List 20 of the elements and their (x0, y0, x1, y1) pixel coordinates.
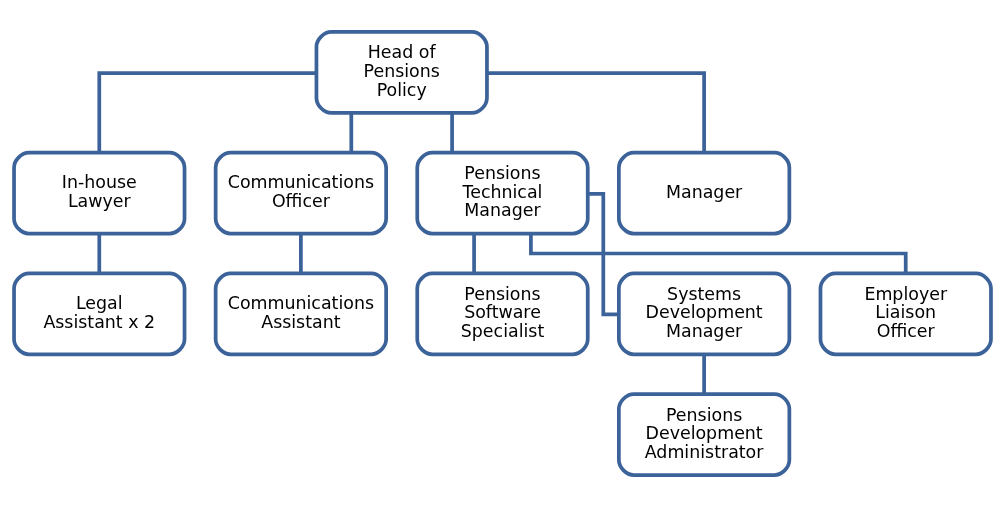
node-box: Systems Development Manager (617, 271, 792, 356)
node-box: Pensions Software Specialist (415, 271, 590, 356)
connector (450, 112, 454, 152)
node-box: Pensions Technical Manager (415, 150, 590, 235)
connector (588, 191, 619, 316)
node-box: Pensions Development Administrator (617, 391, 792, 477)
connector (702, 353, 706, 394)
connector (299, 233, 303, 273)
connector (349, 112, 354, 152)
node-box: Head of Pensions Policy (314, 29, 489, 115)
connector (97, 70, 317, 152)
node-box: In-house Lawyer (12, 150, 187, 235)
node-box: Legal Assistant x 2 (12, 271, 187, 356)
node-box: Employer Liaison Officer (818, 271, 993, 356)
connector (472, 233, 476, 273)
connector (487, 70, 706, 152)
connector (97, 233, 102, 273)
node-box: Communications Officer (213, 150, 388, 235)
node-box: Communications Assistant (213, 271, 388, 356)
node-box: Manager (617, 150, 792, 235)
